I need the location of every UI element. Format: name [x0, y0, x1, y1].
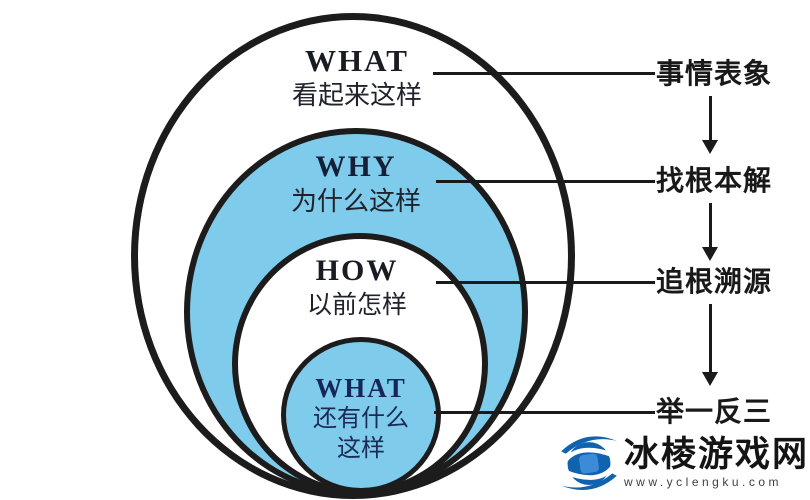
- arrow-head: [702, 140, 718, 154]
- ring-subtitle: 为什么这样: [290, 187, 421, 216]
- connector-line-how: [436, 281, 655, 284]
- arrow-down-icon: [702, 96, 718, 154]
- arrow-stem: [708, 304, 712, 372]
- ring-label-what-outer: WHAT 看起来这样: [247, 43, 467, 113]
- site-logo-icon: [561, 436, 617, 490]
- ring-title: HOW: [315, 254, 399, 287]
- side-label-extrapolate: 举一反三: [656, 397, 773, 428]
- side-label-root-solution: 找根本解: [656, 166, 773, 197]
- arrow-head: [702, 372, 718, 386]
- ring-label-how: HOW 以前怎样: [247, 253, 467, 323]
- arrow-down-icon: [702, 203, 718, 261]
- ring-label-why: WHY 为什么这样: [246, 149, 466, 219]
- watermark: 冰棱游戏网 www.yclengku.com: [560, 434, 809, 492]
- side-label-surface: 事情表象: [656, 59, 773, 90]
- site-name: 冰棱游戏网: [624, 435, 810, 474]
- connector-line-what-inner: [434, 411, 655, 414]
- ring-subtitle: 看起来这样: [291, 81, 422, 110]
- side-label-trace-source: 追根溯源: [656, 267, 773, 298]
- ring-label-what-inner: WHAT 还有什么 这样: [251, 373, 471, 464]
- ring-subtitle: 还有什么: [313, 406, 409, 432]
- ring-title: WHY: [315, 150, 397, 183]
- ring-title: WHAT: [315, 373, 407, 403]
- ring-subtitle-line2: 这样: [337, 436, 385, 462]
- arrow-stem: [708, 203, 712, 247]
- ring-title: WHAT: [305, 43, 409, 78]
- ring-subtitle: 以前怎样: [306, 292, 407, 319]
- arrow-stem: [708, 96, 712, 140]
- site-url: www.yclengku.com: [624, 475, 783, 489]
- arrow-down-icon: [702, 304, 718, 386]
- connector-line-what-outer: [433, 72, 655, 75]
- watermark-text: 冰棱游戏网 www.yclengku.com: [624, 434, 809, 489]
- arrow-head: [702, 247, 718, 261]
- ring-what-inner: [281, 337, 441, 493]
- connector-line-why: [436, 180, 655, 183]
